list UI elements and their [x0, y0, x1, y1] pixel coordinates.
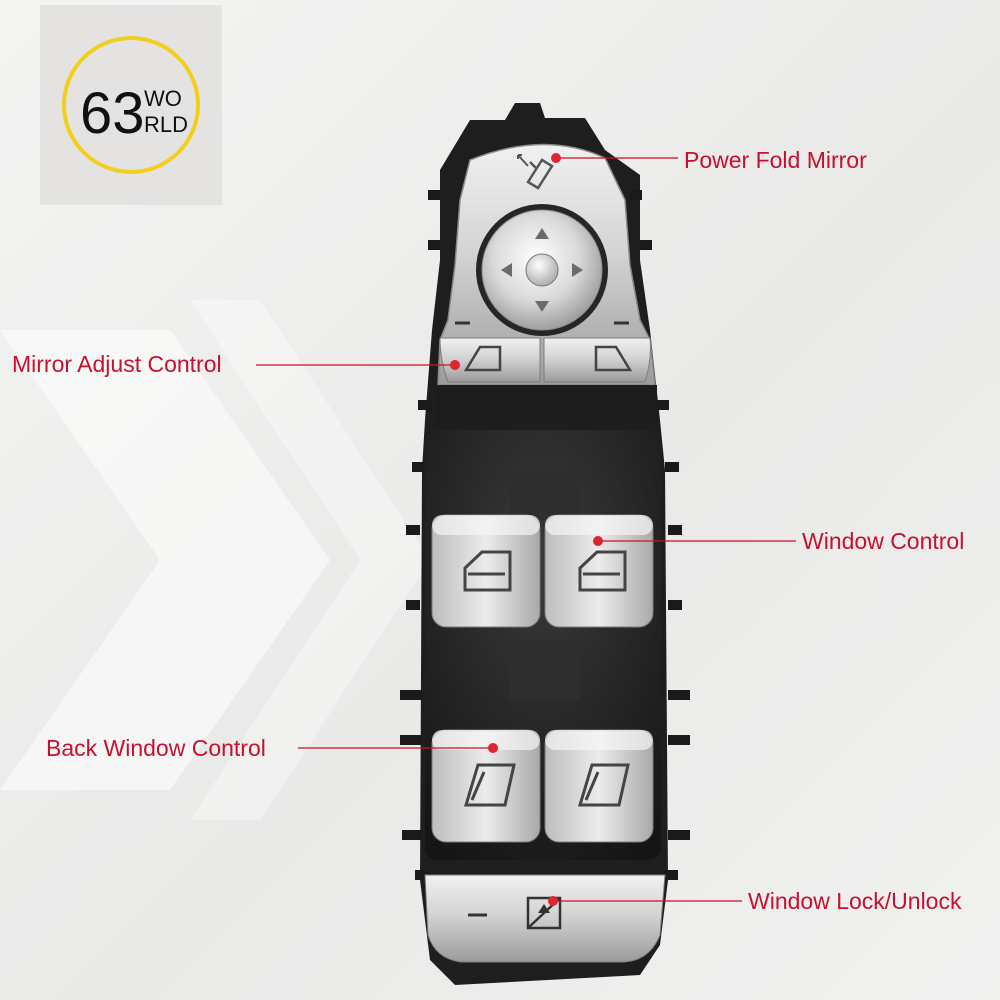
logo-word-line2: RLD	[144, 112, 188, 137]
joystick-arrow-icons	[501, 228, 583, 312]
arrow-up-icon	[535, 228, 549, 239]
front-left-window-button[interactable]	[431, 514, 541, 628]
rear-left-window-icon	[463, 763, 516, 807]
arrow-right-icon	[572, 263, 583, 277]
power-fold-icon	[526, 158, 554, 190]
arrow-down-icon	[535, 301, 549, 312]
mirror-adjust-control-label: Mirror Adjust Control	[12, 351, 222, 377]
housing-clips	[400, 190, 690, 880]
mirror-joystick-center[interactable]	[525, 253, 559, 287]
front-left-window-icon	[463, 550, 512, 592]
front-right-window-icon	[578, 550, 627, 592]
logo-word-line1: WO	[144, 86, 182, 111]
logo-digits: 63	[80, 81, 145, 146]
window-lock-unlock-label: Window Lock/Unlock	[748, 888, 962, 914]
brand-logo: 63 WO RLD	[40, 5, 222, 205]
power-fold-dot	[551, 153, 561, 163]
power-fold-mirror-button[interactable]	[517, 154, 554, 190]
power-fold-mirror-label: Power Fold Mirror	[684, 147, 867, 173]
logo-ring	[62, 36, 200, 174]
left-mirror-icon	[463, 345, 502, 372]
callout-lines	[256, 157, 796, 902]
mirror-adjust-dot	[450, 360, 460, 370]
back-window-control-label: Back Window Control	[46, 735, 266, 761]
rear-left-window-button[interactable]	[431, 729, 541, 843]
front-right-window-button[interactable]	[544, 514, 654, 628]
window-lock-dot	[548, 896, 558, 906]
rear-right-window-icon	[577, 763, 630, 807]
fold-arrows-icon	[517, 154, 529, 167]
rear-right-window-button[interactable]	[544, 729, 654, 843]
window-control-dot	[593, 536, 603, 546]
callout-dots	[450, 153, 603, 906]
arrow-left-icon	[501, 263, 512, 277]
right-mirror-icon	[594, 345, 633, 372]
back-window-dot	[488, 743, 498, 753]
window-well-inner-shape	[510, 470, 580, 700]
mirror-module-base	[435, 385, 657, 423]
window-lock-button[interactable]	[424, 874, 666, 963]
window-control-label: Window Control	[802, 528, 965, 554]
